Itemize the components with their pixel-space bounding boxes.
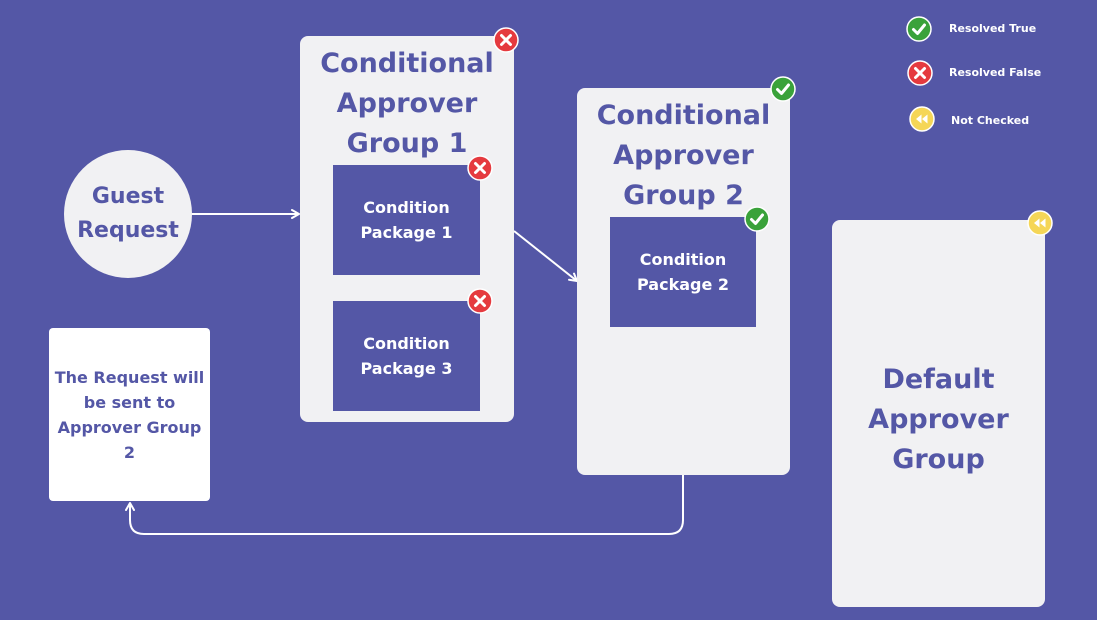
result-note: The Request will be sent to Approver Gro… [49, 328, 210, 501]
x-circle-icon [907, 60, 933, 86]
condition-package-2: Condition Package 2 [610, 217, 756, 327]
group-1-title: Conditional Approver Group 1 [320, 48, 494, 159]
rewind-circle-icon [1027, 210, 1053, 236]
check-circle-icon [770, 76, 796, 102]
result-note-text: The Request will be sent to Approver Gro… [54, 367, 205, 462]
check-circle-icon [744, 206, 770, 232]
default-group-title: Default Approver Group [868, 364, 1009, 475]
group-2-title: Conditional Approver Group 2 [596, 100, 771, 211]
check-circle-icon [906, 16, 932, 42]
condition-package-1-label: Condition Package 1 [360, 198, 453, 242]
condition-package-1: Condition Package 1 [333, 165, 480, 275]
x-circle-icon [467, 288, 493, 314]
guest-request-node: Guest Request [64, 150, 192, 278]
default-approver-group: Default Approver Group [832, 220, 1045, 607]
x-circle-icon [493, 27, 519, 53]
condition-package-2-label: Condition Package 2 [636, 250, 730, 294]
condition-package-3-label: Condition Package 3 [360, 334, 453, 378]
legend-label-not-checked: Not Checked [951, 114, 1030, 127]
legend-label-resolved-true: Resolved True [949, 22, 1037, 35]
guest-request-label: Guest Request [77, 184, 179, 243]
arrow-group2-to-note [125, 475, 684, 535]
x-circle-icon [467, 155, 493, 181]
condition-package-3: Condition Package 3 [333, 301, 480, 411]
legend-label-resolved-false: Resolved False [949, 66, 1042, 79]
rewind-circle-icon [909, 106, 935, 132]
arrow-group1-to-group2 [513, 230, 578, 282]
